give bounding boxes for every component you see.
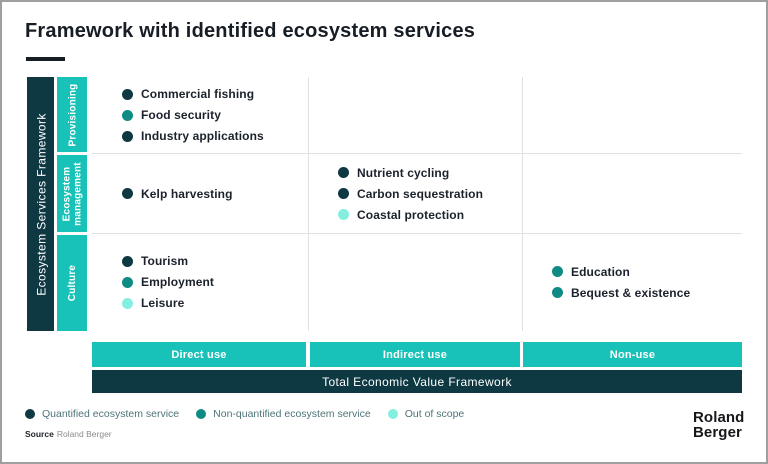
legend-label: Out of scope: [404, 408, 465, 420]
service-label: Tourism: [141, 254, 189, 268]
service-label: Industry applications: [141, 129, 264, 143]
service-item: Commercial fishing: [122, 87, 308, 101]
row-label-ecosystem-management: Ecosystem management: [57, 155, 87, 232]
roland-berger-logo: Roland Berger: [693, 410, 744, 440]
service-item: Food security: [122, 108, 308, 122]
logo-line: Berger: [693, 424, 742, 441]
grid-line-horizontal: [92, 153, 742, 154]
out-of-scope-dot-icon: [387, 409, 398, 419]
service-label: Carbon sequestration: [357, 186, 484, 201]
grid-line-vertical: [308, 77, 309, 331]
column-header-direct-use: Direct use: [92, 342, 306, 367]
out-of-scope-dot-icon: [122, 297, 133, 309]
service-item: Bequest & existence: [552, 286, 742, 300]
grid-cell-culture-indirect: [308, 233, 522, 331]
service-label: Education: [571, 264, 630, 279]
legend-label: Quantified ecosystem service: [42, 408, 180, 420]
service-item: Industry applications: [122, 129, 308, 143]
service-label: Leisure: [141, 296, 185, 310]
service-item: Leisure: [122, 296, 308, 310]
legend-label: Non-quantified ecosystem service: [213, 408, 371, 420]
out-of-scope-dot-icon: [338, 209, 349, 220]
quantified-dot-icon: [25, 409, 35, 419]
total-economic-value-bar: Total Economic Value Framework: [92, 370, 742, 393]
service-item: Employment: [122, 275, 308, 289]
service-item: Kelp harvesting: [122, 187, 308, 201]
non-quantified-dot-icon: [552, 266, 563, 277]
column-header-indirect-use: Indirect use: [310, 342, 520, 367]
legend: Quantified ecosystem service Non-quantifi…: [25, 406, 464, 422]
service-label: Employment: [141, 275, 215, 289]
source-label: Source: [25, 429, 54, 439]
quantified-dot-icon: [338, 188, 349, 199]
framework-axis-label: Ecosystem Services Framework: [33, 112, 48, 296]
quantified-dot-icon: [122, 255, 133, 267]
quantified-dot-icon: [122, 88, 133, 100]
legend-entry: Non-quantified ecosystem service: [196, 408, 371, 420]
legend-entry: Out of scope: [387, 408, 465, 420]
service-item: Tourism: [122, 254, 308, 268]
row-label-provisioning: Provisioning: [57, 77, 87, 152]
service-item: Coastal protection: [338, 208, 522, 222]
service-label: Bequest & existence: [571, 285, 691, 300]
logo-line: Roland: [693, 409, 745, 426]
row-label-text: Provisioning: [66, 83, 78, 146]
service-label: Coastal protection: [357, 207, 465, 222]
non-quantified-dot-icon: [122, 276, 133, 288]
quantified-dot-icon: [338, 167, 349, 178]
title-underline: [26, 57, 65, 61]
framework-axis-bar: Ecosystem Services Framework: [27, 77, 54, 331]
source-value: Roland Berger: [56, 429, 112, 439]
grid-cell-provisioning-nonuse: [522, 77, 742, 153]
grid-cell-management-nonuse: [522, 154, 742, 233]
legend-entry: Quantified ecosystem service: [25, 408, 179, 420]
grid-line-horizontal: [92, 233, 742, 234]
service-label: Commercial fishing: [141, 87, 255, 101]
non-quantified-dot-icon: [552, 287, 563, 298]
quantified-dot-icon: [122, 188, 133, 199]
grid-cell-provisioning-indirect: [308, 77, 522, 153]
non-quantified-dot-icon: [196, 409, 207, 419]
grid-line-vertical: [522, 77, 523, 331]
page-title: Framework with identified ecosystem serv…: [25, 20, 476, 42]
service-item: Education: [552, 265, 742, 279]
quantified-dot-icon: [122, 130, 133, 142]
non-quantified-dot-icon: [122, 109, 133, 121]
service-item: Nutrient cycling: [338, 166, 522, 180]
service-label: Nutrient cycling: [357, 165, 450, 180]
grid-cell-management-direct: Kelp harvesting: [92, 154, 308, 233]
column-header-non-use: Non-use: [523, 342, 742, 367]
service-label: Kelp harvesting: [141, 186, 233, 201]
row-label-text: Culture: [66, 264, 78, 302]
service-item: Carbon sequestration: [338, 187, 522, 201]
service-label: Food security: [141, 108, 221, 122]
row-label-text: Ecosystem management: [61, 161, 83, 226]
row-label-culture: Culture: [57, 235, 87, 331]
